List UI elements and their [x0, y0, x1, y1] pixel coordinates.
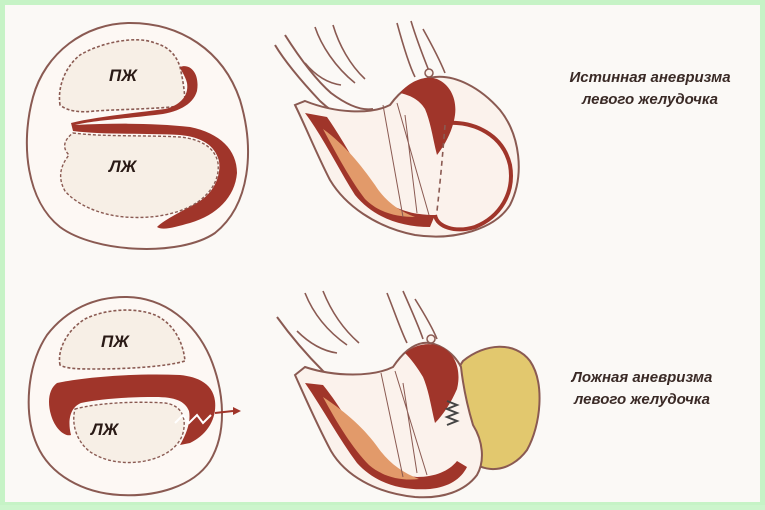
true-rv-label: ПЖ	[109, 66, 138, 85]
true-valve-node	[425, 69, 433, 77]
false-caption-line2: левого желудочка	[527, 389, 757, 411]
false-caption-line1: Ложная аневризма	[527, 367, 757, 389]
false-rv-label: ПЖ	[101, 332, 130, 351]
false-great-vessels	[297, 291, 359, 353]
false-rupture-arrowhead-icon	[233, 407, 241, 415]
false-aneurysm-caption: Ложная аневризма левого желудочка	[527, 367, 757, 411]
false-aneurysm-cross-section: ПЖ ЛЖ	[29, 297, 241, 495]
true-aneurysm-long-axis	[275, 21, 519, 237]
true-lv-label: ЛЖ	[107, 157, 138, 176]
true-aneurysm-caption: Истинная аневризма левого желудочка	[535, 67, 765, 111]
false-aneurysm-long-axis	[277, 291, 540, 497]
true-pulmonary-vessels	[397, 21, 445, 77]
true-lv-cavity	[61, 133, 219, 218]
true-caption-line1: Истинная аневризма	[535, 67, 765, 89]
false-valve-node	[427, 335, 435, 343]
true-caption-line2: левого желудочка	[535, 89, 765, 111]
false-lv-label: ЛЖ	[89, 420, 120, 439]
true-aortic-root-inner	[285, 35, 373, 109]
true-aneurysm-cross-section: ПЖ ЛЖ	[27, 23, 248, 249]
